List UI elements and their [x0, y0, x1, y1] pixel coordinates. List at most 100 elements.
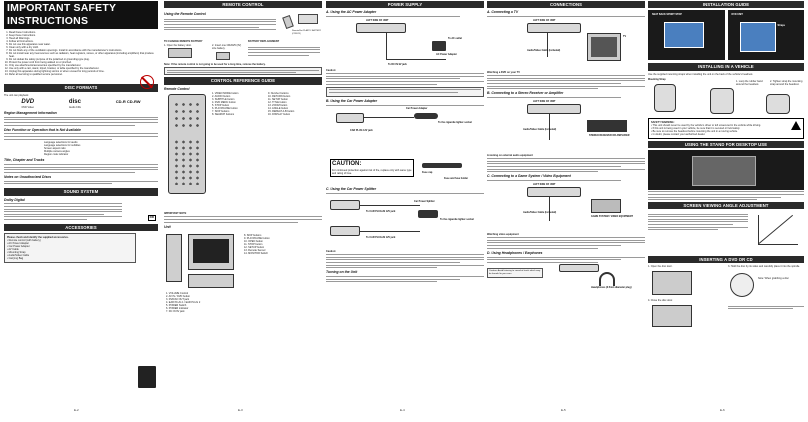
instruction-item: Do not install near any heat sources suc…	[9, 52, 158, 58]
installation-guide-header: INSTALLATION GUIDE	[648, 1, 804, 9]
ac-adapter-icon	[432, 40, 446, 51]
insert-disc-header: INSERTING A DVD OR CD	[648, 255, 804, 264]
vehicle-steps: Mounting Strap 1. Loop the rubber band a…	[648, 76, 804, 116]
remote-item: 6. PLAY/PAUSE button	[212, 106, 238, 110]
turning-on-text	[326, 275, 484, 283]
page-number: E-4	[400, 408, 405, 413]
unit-item: 14. MONITOR Switch	[244, 251, 268, 255]
remote-item: 13. ZOOM button	[268, 103, 288, 107]
car-text	[326, 104, 484, 106]
stereo-receiver-icon	[587, 119, 627, 132]
unit-side-icon	[356, 22, 406, 33]
instruction-item: Only use attachments/accessories specifi…	[9, 64, 158, 67]
splitter-diagram: To CAR PLUG-IN 12V jack To CAR PLUG-IN 1…	[326, 196, 484, 250]
accessories-header: ACCESSORIES	[4, 223, 158, 232]
page-number: E-6	[720, 408, 725, 413]
stand-header: USING THE STAND FOR DESKTOP USE	[648, 140, 804, 148]
instruction-item: Refer all servicing to qualified service…	[9, 73, 158, 76]
unit-item: 11. STOP button	[244, 242, 263, 246]
instruction-item: Read these Instructions.	[9, 31, 158, 34]
remote-control-icon	[168, 93, 206, 194]
install-photo-1: SEAT BACK SPORT STOP	[648, 10, 725, 61]
headrest-icon	[654, 83, 676, 112]
headrest-icon-3	[766, 93, 790, 114]
vehicle-header: INSTALLING IN A VEHICLE	[648, 63, 804, 71]
remote-item: 11. SETUP button	[268, 97, 288, 101]
connect-tv-heading: A. Connecting a TV	[487, 10, 519, 15]
unit-label: Unit	[164, 224, 171, 229]
unit-side-icon	[527, 103, 581, 114]
car-heading: B. Using the Car Power Adapter	[326, 98, 378, 103]
control-reference-header: CONTROL REFERENCE GUIDE	[164, 77, 322, 85]
page-number: E-3	[238, 408, 243, 413]
unit-side-icon	[336, 113, 364, 124]
stand-photo	[648, 149, 804, 190]
accessories-box: Please check and identify the supplied a…	[4, 233, 136, 264]
headphones-text	[487, 256, 645, 263]
caution-text-2	[326, 254, 484, 269]
symbol-item: Screen aspect ratio	[44, 147, 66, 151]
symbol-item: Region code indicator	[44, 153, 69, 157]
unit-item: 10. OPEN button	[244, 239, 263, 243]
column-safety: IMPORTANT SAFETY INSTRUCTIONS Read these…	[4, 0, 158, 414]
car-diagram: Car Power Adapter To the cigarette light…	[326, 107, 484, 159]
symbol-item: Multiple camera angles	[44, 150, 70, 154]
unit-item: 12. SETUP button	[244, 245, 265, 249]
instruction-item: Do not use this apparatus near water.	[9, 43, 158, 46]
headphones-diagram: Caution: Avoid listening to sound at lev…	[487, 264, 645, 292]
accessory-item: • AV Cable	[7, 248, 19, 252]
unit-a-icon	[330, 199, 360, 210]
watching-dvd: Watching a DVD on your TV	[487, 70, 520, 74]
battery-warning-box	[164, 67, 322, 76]
caution-label-2: Caution:	[326, 249, 337, 253]
tv-icon	[587, 32, 621, 61]
page-number: E-2	[74, 408, 79, 413]
unit-base-icon	[188, 273, 234, 288]
unit-side-icon	[559, 264, 599, 273]
splitter-heading: C. Using the Car Power Splitter	[326, 187, 377, 192]
remote-usage-block: Using the Remote Control TO CHANGE REMOT…	[164, 10, 322, 62]
car-splitter-icon	[418, 209, 438, 218]
instruction-item: Keep these Instructions.	[9, 34, 158, 37]
unit-item: 4. EAR PLUG 1 / EAR PLUG 2	[166, 300, 201, 304]
instruction-item: Do not defeat the safety purpose of the …	[9, 58, 158, 61]
headphones-icon	[599, 272, 615, 287]
watching-video-text	[487, 237, 645, 249]
turning-on-heading: Turning on the Unit	[326, 270, 358, 275]
unit-item: 7. DC IN 9V jack	[166, 309, 185, 313]
unit-item: 9. PLAY/PAUSE button	[244, 236, 270, 240]
remote-item: 12. TITLE button	[268, 100, 287, 104]
unit-item: 13. Remote Sensor	[244, 248, 266, 252]
splitter-text	[326, 192, 484, 194]
safety-item: • This unit should never be used by the …	[651, 123, 761, 127]
remote-battery-door-icon	[168, 48, 192, 59]
caution-label: Caution:	[326, 68, 337, 72]
ac-heading: A. Using the AC Power Adapter	[326, 10, 377, 15]
column-installation: INSTALLATION GUIDE SEAT BACK SPORT STOP …	[648, 0, 804, 414]
remote-control-header: REMOTE CONTROL	[164, 1, 322, 9]
unit-item: 6. POWER indicator	[166, 306, 189, 310]
headrest-icon-2	[710, 87, 734, 114]
ac-text	[326, 16, 484, 18]
dolby-logo-icon: DD	[147, 215, 156, 222]
installation-photos: SEAT BACK SPORT STOP DVD UNIT Straps	[648, 10, 804, 61]
close-door-icon	[652, 305, 692, 328]
power-supply-header: POWER SUPPLY	[326, 1, 484, 9]
instruction-item: Use only with a cart, stand, tripod, bra…	[9, 67, 158, 70]
angle-diagram-icon	[758, 214, 798, 245]
remote-item: 10. RETURN button	[268, 94, 291, 98]
connections-header: CONNECTIONS	[487, 1, 645, 9]
remote-item: 15. REPEAT A-B button	[268, 109, 295, 113]
warning-icon	[791, 120, 801, 130]
unit-side-icon	[527, 186, 581, 197]
instruction-item: Unplug this apparatus during lightning s…	[9, 70, 158, 73]
install-photo-2: DVD UNIT Straps	[727, 10, 804, 61]
unit-item: 1. VOLUME Control	[166, 291, 189, 295]
unit-side-icon	[527, 22, 581, 33]
column-remote: REMOTE CONTROL Using the Remote Control …	[164, 0, 322, 414]
